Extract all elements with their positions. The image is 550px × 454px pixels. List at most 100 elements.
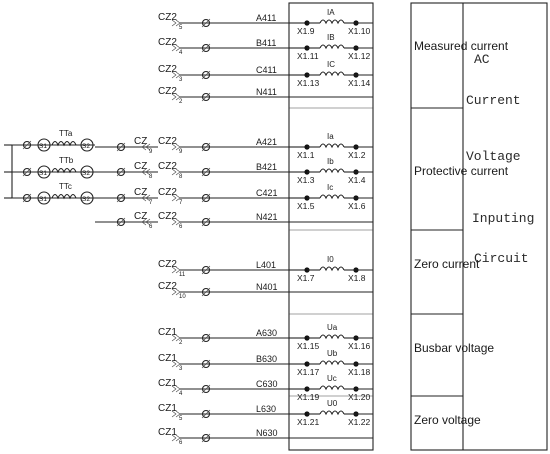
terminal-label: X1.18 [348, 367, 370, 377]
wire-label: N401 [256, 282, 278, 292]
ct-s2-label: S2 [82, 196, 90, 203]
coil-label: Ub [327, 349, 338, 358]
connector-pin: 5 [179, 416, 183, 422]
terminal-label: X1.20 [348, 392, 370, 402]
connector-pin: 8 [179, 174, 183, 180]
ct-s1-label: S1 [39, 196, 47, 203]
wire-label: A421 [256, 137, 277, 147]
connector-arrow-icon [141, 194, 151, 202]
s1-terminal-icon [37, 191, 51, 205]
terminal-circle [201, 142, 211, 152]
terminal-label: X1.1 [297, 150, 315, 160]
terminal-label: X1.2 [348, 150, 366, 160]
s2-terminal-icon [80, 165, 94, 179]
terminal-circle [201, 384, 211, 394]
wire-label: N630 [256, 428, 278, 438]
connector-pin: 2 [179, 99, 183, 105]
coil-icon [319, 266, 345, 272]
connector-arrow-icon [141, 143, 151, 151]
device-terminal-box [288, 2, 374, 451]
secondary-connector-pin: 7 [149, 200, 153, 206]
coil-label: I0 [327, 255, 334, 264]
connector-pin: 4 [179, 50, 183, 56]
terminal-circle [201, 409, 211, 419]
ct-s1-label: S1 [39, 170, 47, 177]
coil-label: Ia [327, 132, 334, 141]
group-label-table [410, 2, 548, 451]
terminal-circle [201, 433, 211, 443]
terminal-circle [201, 359, 211, 369]
coil-icon [319, 334, 345, 340]
group-label-zero-voltage: Zero voltage [414, 413, 481, 427]
wire-label: N411 [256, 87, 277, 97]
ct-name-label: TTc [59, 182, 72, 191]
coil-icon [319, 385, 345, 391]
s1-terminal-icon [37, 165, 51, 179]
terminal-circle [22, 167, 32, 177]
coil-label: IA [327, 8, 335, 17]
terminal-label: X1.17 [297, 367, 319, 377]
connector-label: CZ2 [158, 86, 177, 97]
connector-label: CZ2 [158, 161, 177, 172]
terminal-label: X1.10 [348, 26, 370, 36]
connector-label: CZ2 [158, 187, 177, 198]
terminal-label: X1.8 [348, 273, 366, 283]
connector-pin: 7 [179, 200, 183, 206]
wire-label: L401 [256, 260, 276, 270]
terminal-circle [201, 287, 211, 297]
connector-label: CZ1 [158, 403, 177, 414]
wire-label: C421 [256, 188, 278, 198]
s2-terminal-icon [80, 191, 94, 205]
current-transformer: S1 S2 TTc [12, 182, 95, 205]
terminal-label: X1.16 [348, 341, 370, 351]
coil-label: Ic [327, 183, 333, 192]
connector-label: CZ2 [158, 136, 177, 147]
secondary-connector-label: CZ [134, 187, 147, 198]
right-word-ac: AC [474, 52, 490, 67]
coil-icon [319, 360, 345, 366]
ct-coil-icon [51, 193, 77, 200]
terminal-label: X1.7 [297, 273, 315, 283]
terminal-circle [201, 333, 211, 343]
connector-pin: 10 [179, 294, 186, 300]
terminal-label: X1.12 [348, 51, 370, 61]
right-word-current: Current [466, 93, 521, 108]
coil-label: Ua [327, 323, 338, 332]
ct-s2-label: S2 [82, 143, 90, 150]
secondary-connector-label: CZ [134, 161, 147, 172]
connector-pin: 11 [179, 272, 186, 278]
ct-name-label: TTa [59, 129, 73, 138]
wire-label: A411 [256, 13, 276, 23]
ct-coil-icon [51, 167, 77, 174]
connector-label: CZ2 [158, 259, 177, 270]
connector-pin: 3 [179, 77, 183, 83]
terminal-circle [201, 167, 211, 177]
wire-label: N421 [256, 212, 278, 222]
coil-icon [319, 71, 345, 77]
ct-s2-label: S2 [82, 170, 90, 177]
wire-label: B630 [256, 354, 277, 364]
terminal-circle [201, 265, 211, 275]
terminal-circle [116, 142, 126, 152]
terminal-circle [201, 92, 211, 102]
wire-label: C411 [256, 65, 277, 75]
connector-label: CZ2 [158, 281, 177, 292]
connector-pin: 4 [179, 391, 183, 397]
terminal-label: X1.13 [297, 78, 319, 88]
terminal-label: X1.9 [297, 26, 315, 36]
s1-terminal-icon [37, 138, 51, 152]
connector-arrow-icon [141, 168, 151, 176]
ct-name-label: TTb [59, 156, 74, 165]
ct-assembly [4, 144, 13, 199]
